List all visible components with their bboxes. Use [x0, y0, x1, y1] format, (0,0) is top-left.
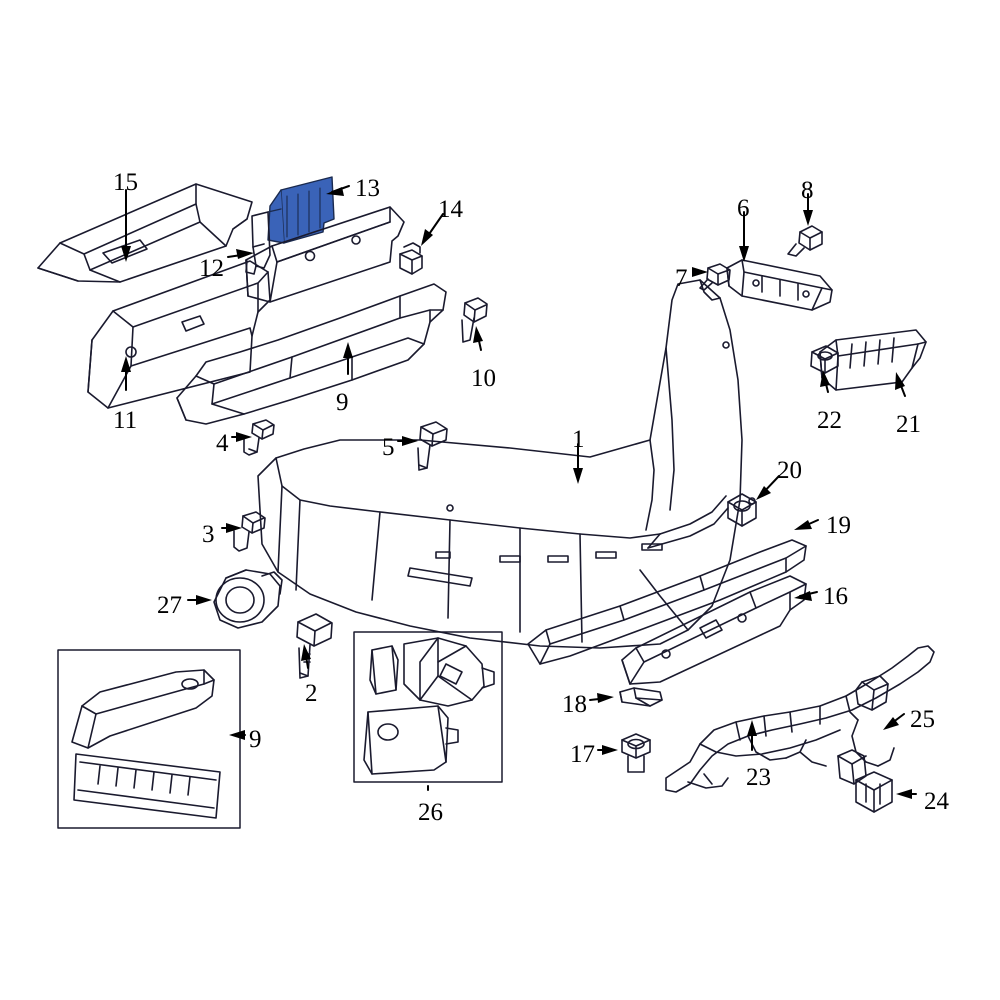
- part-10-bolt: [461, 297, 488, 343]
- part-24-harness-clip: [855, 771, 893, 813]
- part-6-upper-bracket-right: [726, 259, 833, 311]
- callout-2[interactable]: 2: [305, 680, 318, 707]
- part-14-nut: [399, 242, 423, 275]
- part-5-bolt-flange: [417, 421, 448, 471]
- part-1-rear-bumper-cover: [257, 279, 756, 649]
- callout-23[interactable]: 23: [746, 764, 771, 791]
- part-9-lower-detail-box: [57, 649, 241, 829]
- callout-12[interactable]: 12: [199, 255, 224, 282]
- part-19-lower-valance-molding: [527, 539, 807, 665]
- part-9-lower-energy-absorber: [71, 669, 221, 819]
- part-13-detail-lines: [286, 187, 321, 238]
- part-12-bracket-small: [245, 211, 271, 275]
- callout-18[interactable]: 18: [562, 691, 587, 718]
- callout-4[interactable]: 4: [216, 430, 229, 457]
- part-21-side-bracket: [819, 329, 927, 391]
- callout-15[interactable]: 15: [113, 169, 138, 196]
- callout-1[interactable]: 1: [572, 426, 585, 453]
- callout-6[interactable]: 6: [737, 195, 750, 222]
- callout-5[interactable]: 5: [382, 434, 395, 461]
- part-17-grommet-small: [621, 733, 651, 773]
- callout-11[interactable]: 11: [113, 407, 138, 434]
- leader-lines: [121, 185, 917, 799]
- callout-7[interactable]: 7: [675, 265, 688, 292]
- callout-26[interactable]: 26: [418, 799, 443, 826]
- callout-22[interactable]: 22: [817, 407, 842, 434]
- part-27-park-assist-sensor: [213, 569, 283, 629]
- part-18-bracket-flat: [619, 687, 663, 707]
- callout-19[interactable]: 19: [826, 512, 851, 539]
- callout-17[interactable]: 17: [570, 741, 595, 768]
- callout-3[interactable]: 3: [202, 521, 215, 548]
- part-22-nut: [810, 345, 839, 374]
- part-13-bumper-bracket: [267, 176, 335, 244]
- part-8-screw: [787, 225, 823, 257]
- part-3-clip-pin: [233, 511, 266, 552]
- part-25-connector-harness: [837, 675, 889, 785]
- callout-8[interactable]: 8: [801, 177, 814, 204]
- callout-16[interactable]: 16: [823, 583, 848, 610]
- part-7-clip: [699, 263, 731, 291]
- part-2-bolt-large: [296, 613, 333, 679]
- part-16-lower-support-panel: [621, 575, 807, 685]
- part-11-reinforcement-beam: [87, 260, 271, 409]
- part-23-bumper-wiring-harness: [665, 645, 935, 793]
- callout-13[interactable]: 13: [355, 175, 380, 202]
- part-26-radar-module-box: [353, 631, 503, 783]
- callout-20[interactable]: 20: [777, 457, 802, 484]
- callout-14[interactable]: 14: [438, 196, 463, 223]
- part-20-grommet: [727, 493, 757, 527]
- part-9-energy-absorber: [176, 283, 447, 425]
- callout-27[interactable]: 27: [157, 592, 182, 619]
- part-4-push-pin-retainer: [243, 419, 275, 456]
- part-26-radar-module: [363, 637, 495, 775]
- callout-25[interactable]: 25: [910, 706, 935, 733]
- part-upper-reinforcement-bar: [245, 206, 405, 303]
- callout-9-upper[interactable]: 9: [336, 389, 349, 416]
- callout-24[interactable]: 24: [924, 788, 949, 815]
- callout-10[interactable]: 10: [471, 365, 496, 392]
- callout-21[interactable]: 21: [896, 411, 921, 438]
- callout-9-lower[interactable]: 9: [249, 726, 262, 753]
